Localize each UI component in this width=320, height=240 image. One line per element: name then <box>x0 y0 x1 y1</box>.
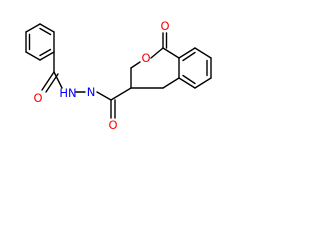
atom-hn: HN <box>59 86 76 100</box>
benzoyl-carbonyl <box>41 51 63 93</box>
atom-o-lactone-carbonyl: O <box>160 19 169 33</box>
benzo-ring <box>178 47 212 89</box>
lactone-carbonyl <box>162 32 168 49</box>
atom-o-ring: O <box>141 51 150 65</box>
carboxamide <box>96 87 132 119</box>
atom-n: N <box>87 85 96 99</box>
atom-o-benzoyl: O <box>33 91 42 105</box>
atom-o-amide: O <box>108 118 117 132</box>
structure-diagram: O O O HN N O <box>25 19 212 132</box>
lactone-ring <box>130 47 180 89</box>
phenyl-ring <box>25 23 55 61</box>
